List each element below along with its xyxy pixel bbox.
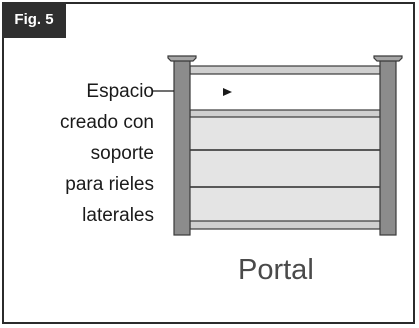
annotation-line-5: laterales [82,205,154,226]
gate-caption: Portal [238,254,314,286]
figure-label-tab: Fig. 5 [2,2,66,38]
annotation-text: Espacio creado con soporte para rieles l… [30,76,154,231]
annotation-line-3: soporte [90,143,154,164]
annotation-line-4: para rieles [65,174,154,195]
annotation-line-1: Espacio [86,81,154,102]
annotation-line-2: creado con [59,112,154,133]
